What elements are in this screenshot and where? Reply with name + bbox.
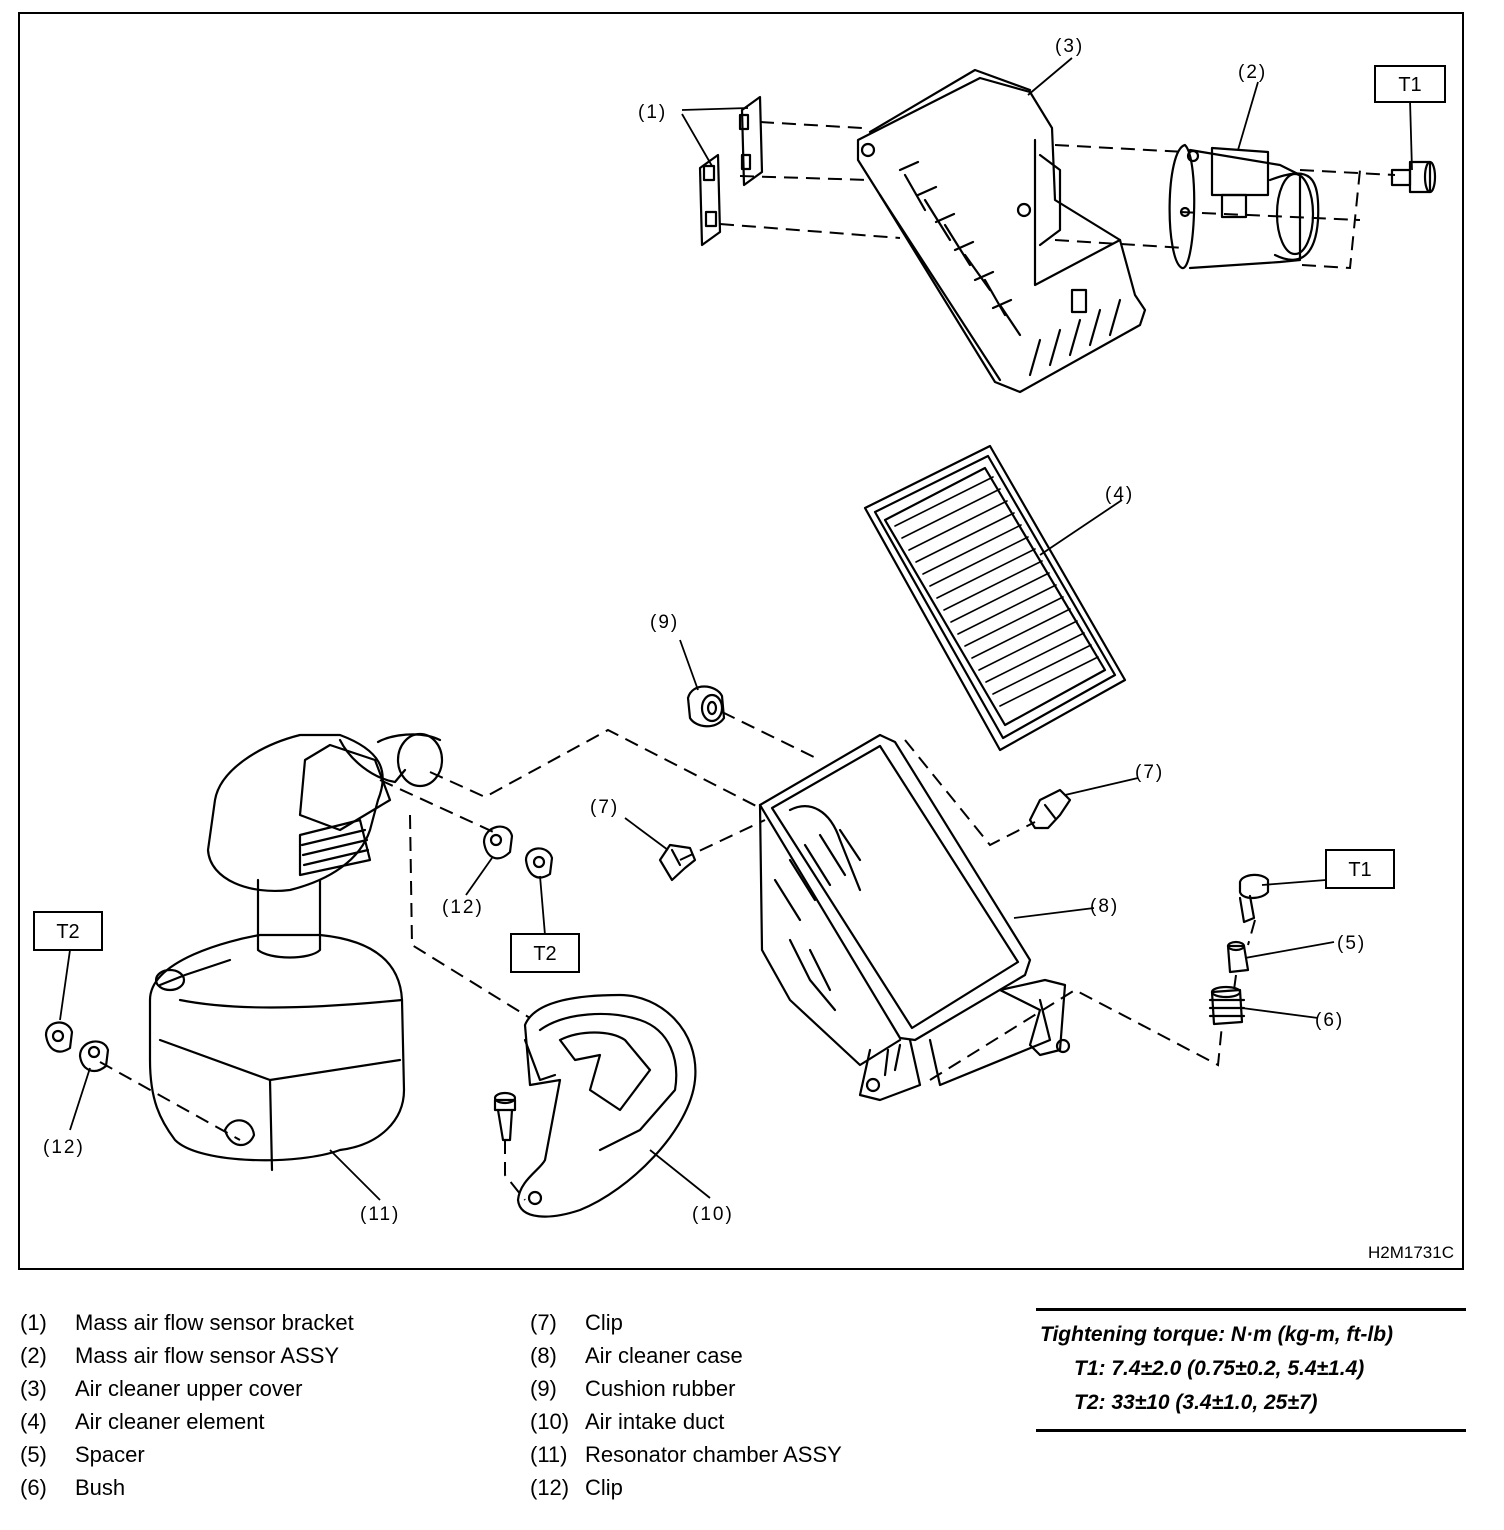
legend-item-number: (11)	[530, 1442, 568, 1467]
callout-10: (10)	[692, 1204, 734, 1225]
air-cleaner-case	[758, 733, 1071, 1102]
legend-item-label: Mass air flow sensor ASSY	[75, 1343, 340, 1368]
torque-box-t1-top	[1374, 65, 1446, 103]
legend-item-label: Bush	[75, 1475, 126, 1500]
spacer	[1226, 940, 1250, 974]
legend-item-number: (5)	[20, 1442, 47, 1467]
torque-box-t2-left	[33, 911, 103, 951]
legend-item-label: Spacer	[75, 1442, 145, 1467]
clip-right	[1028, 788, 1072, 830]
legend-item: (5) Spacer	[20, 1438, 354, 1471]
tightening-torque-box: Tightening torque: N·m (kg-m, ft-lb) T1:…	[1036, 1308, 1466, 1432]
legend-item-label: Mass air flow sensor bracket	[75, 1310, 354, 1335]
torque-t2-spec: T2: 33±10 (3.4±1.0, 25±7)	[1074, 1391, 1318, 1414]
legend-item: (2) Mass air flow sensor ASSY	[20, 1339, 354, 1372]
legend-item: (6) Bush	[20, 1471, 354, 1504]
legend-item: (9) Cushion rubber	[530, 1372, 842, 1405]
resonator-chamber-assy	[148, 732, 444, 1172]
exploded-diagram: T1 T1 T2 T2 (1) (2) (3) (4) (5) (6) (7) …	[33, 36, 1446, 1225]
callout-3: (3)	[1055, 36, 1084, 57]
bush	[1208, 985, 1246, 1026]
air-intake-duct	[493, 993, 697, 1218]
torque-label-t2-left: T2	[56, 921, 79, 943]
legend-item-label: Air intake duct	[585, 1409, 725, 1434]
torque-title: Tightening torque: N·m (kg-m, ft-lb)	[1040, 1323, 1394, 1346]
mass-air-flow-sensor-bracket	[698, 95, 764, 247]
legend-item: (7) Clip	[530, 1306, 842, 1339]
legend-item-label: Clip	[585, 1310, 623, 1335]
air-cleaner-upper-cover	[856, 68, 1147, 394]
clip-t2-left	[44, 1021, 74, 1053]
callout-12-upper: (12)	[442, 897, 484, 918]
callout-4: (4)	[1105, 484, 1134, 505]
legend-item-number: (7)	[530, 1310, 557, 1335]
callout-7-right: (7)	[1135, 762, 1164, 783]
torque-t1-spec: T1: 7.4±2.0 (0.75±0.2, 5.4±1.4)	[1074, 1357, 1365, 1380]
leader-lines	[59, 57, 1413, 1201]
legend-item-number: (4)	[20, 1409, 47, 1434]
clip-t2-mid	[524, 847, 554, 879]
legend-item-label: Air cleaner case	[585, 1343, 743, 1368]
clip-12-lower	[78, 1040, 110, 1073]
torque-label-t2-mid: T2	[533, 943, 556, 965]
callout-11: (11)	[360, 1204, 400, 1225]
legend-item: (1) Mass air flow sensor bracket	[20, 1306, 354, 1339]
bolt-t1-top	[1390, 160, 1437, 194]
legend-item: (12) Clip	[530, 1471, 842, 1504]
callout-6: (6)	[1315, 1010, 1344, 1031]
callout-5: (5)	[1337, 933, 1366, 954]
diagram-frame	[18, 12, 1464, 1270]
legend-item-number: (10)	[530, 1409, 570, 1434]
parts-legend-left: (1) Mass air flow sensor bracket (2) Mass a…	[20, 1306, 354, 1504]
callout-2: (2)	[1238, 62, 1267, 83]
cushion-rubber	[686, 685, 726, 728]
legend-item-number: (8)	[530, 1343, 557, 1368]
legend-item-number: (9)	[530, 1376, 557, 1401]
legend-item-number: (2)	[20, 1343, 47, 1368]
mass-air-flow-sensor-assy	[1168, 143, 1320, 270]
clip-left	[658, 843, 697, 882]
legend-item-label: Air cleaner element	[75, 1409, 265, 1434]
legend-item: (10) Air intake duct	[530, 1405, 842, 1438]
legend-item-label: Clip	[585, 1475, 623, 1500]
legend-item: (8) Air cleaner case	[530, 1339, 842, 1372]
legend-item-label: Resonator chamber ASSY	[585, 1442, 842, 1467]
torque-box-t1-right	[1325, 849, 1395, 889]
legend-item-label: Air cleaner upper cover	[75, 1376, 303, 1401]
legend-item-number: (12)	[530, 1475, 570, 1500]
legend-item-number: (6)	[20, 1475, 47, 1500]
air-cleaner-element	[863, 444, 1127, 752]
legend-item: (11) Resonator chamber ASSY	[530, 1438, 842, 1471]
callout-12-lower: (12)	[43, 1137, 85, 1158]
torque-box-t2-mid	[510, 933, 580, 973]
assembly-lines	[99, 121, 1396, 1201]
legend-item-label: Cushion rubber	[585, 1376, 736, 1401]
parts-legend-right: (7) Clip (8) Air cleaner case (9) Cushion rub…	[530, 1306, 842, 1504]
legend-item-number: (3)	[20, 1376, 47, 1401]
legend-item: (3) Air cleaner upper cover	[20, 1372, 354, 1405]
clip-12-upper	[482, 825, 514, 860]
callout-7-left: (7)	[590, 797, 619, 818]
figure-id: H2M1731C	[1368, 1243, 1454, 1262]
callout-1: (1)	[638, 102, 667, 123]
legend-item-number: (1)	[20, 1310, 47, 1335]
torque-label-t1-right: T1	[1348, 859, 1371, 881]
legend-item: (4) Air cleaner element	[20, 1405, 354, 1438]
callout-8: (8)	[1090, 896, 1119, 917]
torque-label-t1-top: T1	[1398, 74, 1421, 96]
callout-9: (9)	[650, 612, 679, 633]
bolt-t1-right	[1238, 873, 1270, 924]
